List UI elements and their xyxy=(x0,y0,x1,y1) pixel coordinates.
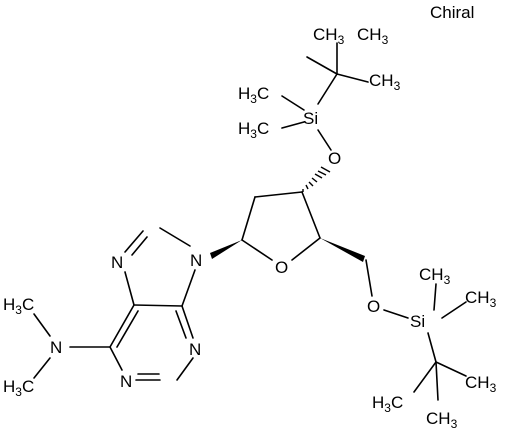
bond-si-me-a-upper xyxy=(281,95,305,111)
methyl-label-amine-lower: H3C xyxy=(3,377,34,399)
bond-c4-n3 xyxy=(181,305,194,339)
methyl-label-top-right: CH3 xyxy=(357,25,389,47)
nitrogen-label-amine: N xyxy=(50,338,62,357)
bond-o4-c1 xyxy=(241,239,273,261)
wedge-bond-c1-n9 xyxy=(210,240,242,259)
silicon-label-upper: Si xyxy=(303,109,318,128)
bond-n3-c2 xyxy=(176,357,194,381)
bond-n7-c5 xyxy=(124,271,135,306)
methyl-label-lower-e: CH3 xyxy=(426,409,458,429)
wedge-bond-c4-ch2 xyxy=(320,238,365,262)
bond-n9-c8 xyxy=(159,227,191,247)
methyl-label-lower-d: H3C xyxy=(372,393,403,415)
bond-ch2-o-lower xyxy=(365,259,373,297)
nitrogen-label-n3: N xyxy=(189,340,201,359)
methyl-label-right: CH3 xyxy=(369,71,401,93)
nitrogen-label-n1: N xyxy=(120,372,132,391)
bond-si-me-b-upper xyxy=(281,121,305,129)
methyl-label-top: CH3 xyxy=(313,25,345,47)
bond-n-me-lower xyxy=(33,357,51,379)
bond-n1-c6 xyxy=(109,346,123,371)
bond-si-me-b-lower xyxy=(441,301,467,319)
oxygen-label-ring: O xyxy=(275,258,288,277)
bond-c6-c5-double xyxy=(116,310,139,348)
bond-ctert-me3-upper xyxy=(336,73,369,83)
bond-ctert-me3-lower xyxy=(435,361,439,401)
methyl-label-amine-upper: H3C xyxy=(3,295,34,317)
bond-ctert-me2-lower xyxy=(413,361,437,393)
bond-c3-c4 xyxy=(301,191,321,239)
hashed-bond-c3-o xyxy=(302,166,331,192)
bond-c4-n9 xyxy=(181,269,196,307)
bond-si-ctert-lower xyxy=(427,332,437,363)
bond-c6-c5 xyxy=(109,304,135,348)
bond-c4-o4 xyxy=(291,237,321,261)
bond-ctert-me1-lower xyxy=(435,361,467,377)
bond-si-ctert-upper xyxy=(317,73,338,105)
bond-n-me-upper xyxy=(33,313,51,337)
nitrogen-label-n9: N xyxy=(190,251,202,270)
bonds xyxy=(33,42,467,401)
bond-ctert-me2-upper xyxy=(306,56,338,75)
bond-si-me-a-lower xyxy=(433,283,437,311)
methyl-label-lower-c: CH3 xyxy=(465,373,497,395)
oxygen-label-upper: O xyxy=(328,149,341,168)
methyl-label-lower-a: CH3 xyxy=(419,265,451,287)
chiral-flag: Chiral xyxy=(430,3,474,22)
bond-c1-c2 xyxy=(241,196,256,241)
methyl-label-lower-b: CH3 xyxy=(465,288,497,310)
nitrogen-label-n7: N xyxy=(111,253,123,272)
bond-c8-n7 xyxy=(124,230,144,253)
bond-o-si-lower xyxy=(383,309,409,319)
silicon-label-lower: Si xyxy=(410,312,425,331)
methyl-label-left-upper: H3C xyxy=(238,84,269,106)
bond-si-o-upper xyxy=(317,129,332,151)
bond-c8-n7-double xyxy=(131,236,148,256)
bond-c5-c4 xyxy=(133,304,183,307)
methyl-label-left-lower: H3C xyxy=(238,119,269,141)
bond-c2-c3 xyxy=(254,191,303,198)
atom-labels: CH3 CH3 CH3 H3C H3C Si O O O Si CH3 CH3 … xyxy=(3,25,497,429)
bond-c4-n3-double xyxy=(175,310,187,339)
oxygen-label-lower: O xyxy=(367,297,380,316)
